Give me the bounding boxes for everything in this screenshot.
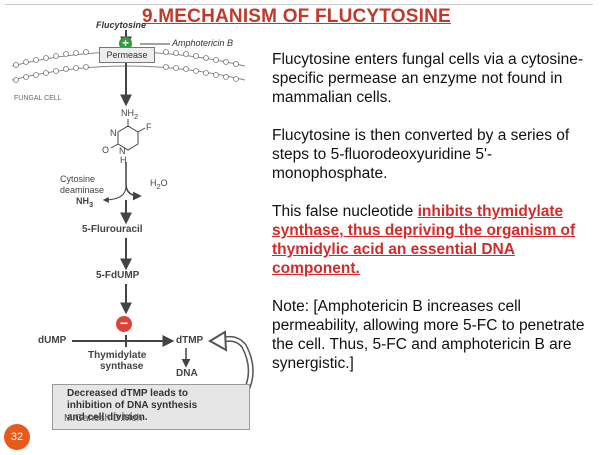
callout-line-3: and cell division. xyxy=(67,412,148,423)
molecule-n-bottom: N xyxy=(119,146,126,156)
molecule-n-top: N xyxy=(110,128,117,138)
cell-membrane xyxy=(11,49,246,83)
molecule-f: F xyxy=(146,122,152,132)
inhibition-lead: This false nucleotide xyxy=(272,203,418,220)
paragraph-inhibition: This false nucleotide inhibits thymidyla… xyxy=(272,202,594,278)
plus-icon: + xyxy=(119,37,132,50)
nh3-text: NH xyxy=(76,196,89,206)
deaminase-curve xyxy=(125,162,142,201)
water-label: H2O xyxy=(150,178,168,191)
dtmp-label: dTMP xyxy=(176,335,204,346)
nh3-subscript: 3 xyxy=(89,199,94,209)
author-watermark: M.Ganesh D.Moh xyxy=(64,413,143,424)
h2o-o: O xyxy=(160,178,168,188)
fluorouracil-label: 5-Flurouracil xyxy=(82,224,143,235)
paragraph-entry: Flucytosine enters fungal cells via a cy… xyxy=(272,51,584,106)
explanation-text: Flucytosine enters fungal cells via a cy… xyxy=(272,50,594,392)
nh2-subscript: 2 xyxy=(134,111,139,121)
amphotericin-label: Amphotericin B xyxy=(172,38,234,48)
paragraph-note: Note: [Amphotericin B increases cell per… xyxy=(272,298,585,372)
page-number-badge: 32 xyxy=(4,424,30,450)
flucytosine-label: Flucytosine xyxy=(96,20,147,30)
molecule-o: O xyxy=(102,145,110,155)
thymidylate-line2: synthase xyxy=(100,361,144,372)
h2o-h: H xyxy=(150,178,157,188)
permease-box: Permease xyxy=(99,47,155,63)
top-border xyxy=(5,4,593,5)
callout-box: Decreased dTMP leads to inhibition of DN… xyxy=(52,384,250,430)
callout-arrow-head xyxy=(208,330,228,352)
h2o-subscript: 2 xyxy=(156,181,161,191)
cytosine-deaminase-line1: Cytosine xyxy=(60,174,96,184)
molecule-h: H xyxy=(120,155,127,165)
mechanism-diagram: + Flucytosine Amphotericin B Permease FU… xyxy=(0,0,270,450)
cytosine-deaminase-line2: deaminase xyxy=(60,185,105,195)
molecule-nh2: NH2 xyxy=(121,108,138,121)
fungal-cell-label: FUNGAL CELL xyxy=(14,95,62,102)
slide-title: 9.MECHANISM OF FLUCYTOSINE xyxy=(142,6,451,27)
dump-label: dUMP xyxy=(38,335,67,346)
inhibition-highlight: inhibits thymidylate synthase, thus depr… xyxy=(272,203,576,277)
callout-line-2: inhibition of DNA synthesis xyxy=(67,400,198,411)
dna-label: DNA xyxy=(176,368,198,379)
callout-line-1: Decreased dTMP leads to xyxy=(67,388,188,399)
nh3-release-arrow xyxy=(102,185,127,203)
paragraph-conversion: Flucytosine is then converted by a serie… xyxy=(272,127,570,182)
fdump-label: 5-FdUMP xyxy=(96,270,140,281)
flucytosine-molecule xyxy=(110,119,146,151)
thymidylate-line1: Thymidylate xyxy=(88,350,147,361)
ammonia-label: NH3 xyxy=(76,196,93,209)
inhibition-minus-icon: − xyxy=(116,316,132,332)
nh2-text: NH xyxy=(121,108,134,118)
